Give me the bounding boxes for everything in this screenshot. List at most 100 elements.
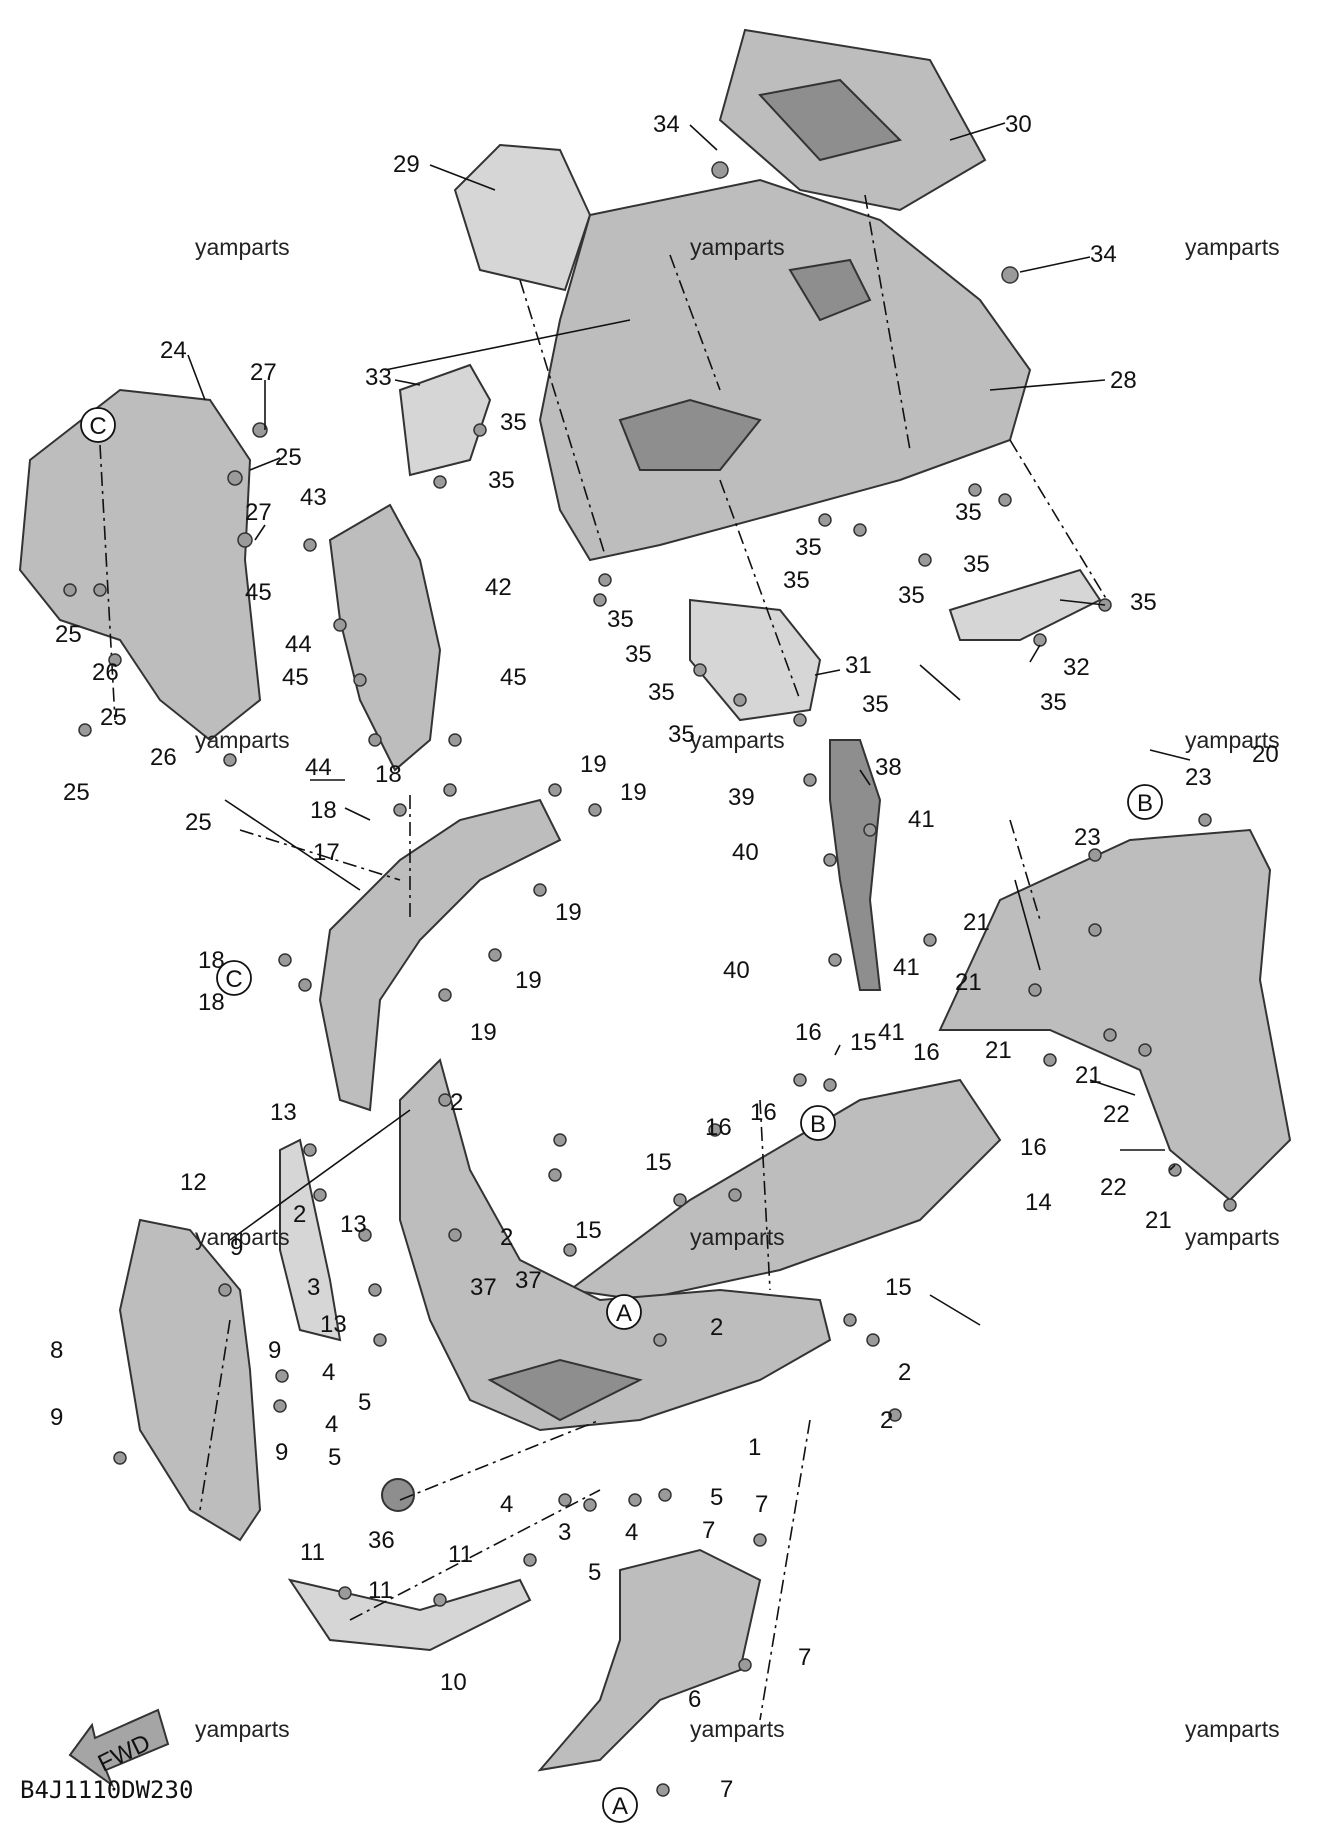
callout-27: 27 bbox=[250, 359, 277, 386]
callout-1: 1 bbox=[748, 1434, 761, 1461]
callout-41: 41 bbox=[908, 806, 935, 833]
callout-16: 16 bbox=[750, 1099, 777, 1126]
callout-10: 10 bbox=[440, 1669, 467, 1696]
callout-18: 18 bbox=[310, 797, 337, 824]
part-14-floor-panel bbox=[567, 1078, 1002, 1302]
callout-4: 4 bbox=[625, 1519, 638, 1546]
callout-27: 27 bbox=[245, 499, 272, 526]
callout-13: 13 bbox=[320, 1311, 347, 1338]
ref-marker-a-mid: A bbox=[606, 1294, 642, 1330]
svg-text:C: C bbox=[89, 413, 106, 440]
callout-16: 16 bbox=[705, 1114, 732, 1141]
callout-16: 16 bbox=[795, 1019, 822, 1046]
part-8-inner-panel bbox=[118, 1218, 262, 1542]
callout-35: 35 bbox=[783, 567, 810, 594]
callout-19: 19 bbox=[515, 967, 542, 994]
ref-marker-b-right: B bbox=[1127, 784, 1163, 820]
callout-43: 43 bbox=[300, 484, 327, 511]
callout-35: 35 bbox=[1040, 689, 1067, 716]
callout-15: 15 bbox=[885, 1274, 912, 1301]
callout-34: 34 bbox=[653, 111, 680, 138]
fwd-arrow-icon: FWD bbox=[68, 1708, 170, 1788]
part-38-bracket bbox=[829, 739, 882, 991]
part-24-side-panel-left bbox=[18, 388, 262, 742]
callout-5: 5 bbox=[588, 1559, 601, 1586]
callout-42: 42 bbox=[485, 574, 512, 601]
callout-5: 5 bbox=[358, 1389, 371, 1416]
callout-19: 19 bbox=[555, 899, 582, 926]
callout-35: 35 bbox=[862, 691, 889, 718]
callout-15: 15 bbox=[575, 1217, 602, 1244]
callout-35: 35 bbox=[898, 582, 925, 609]
callout-9: 9 bbox=[275, 1439, 288, 1466]
callout-13: 13 bbox=[340, 1211, 367, 1238]
part-30-windscreen-panel bbox=[718, 28, 987, 212]
callout-34: 34 bbox=[1090, 241, 1117, 268]
watermark: yamparts bbox=[1185, 1716, 1280, 1742]
callout-4: 4 bbox=[325, 1411, 338, 1438]
callout-21: 21 bbox=[1145, 1207, 1172, 1234]
callout-40: 40 bbox=[723, 957, 750, 984]
callout-45: 45 bbox=[245, 579, 272, 606]
assembly-lines bbox=[99, 194, 1111, 1721]
watermark: yamparts bbox=[195, 1224, 290, 1250]
callout-4: 4 bbox=[322, 1359, 335, 1386]
callout-37: 37 bbox=[470, 1274, 497, 1301]
callout-35: 35 bbox=[795, 534, 822, 561]
callout-9: 9 bbox=[230, 1234, 243, 1261]
callout-7: 7 bbox=[720, 1776, 733, 1803]
callout-35: 35 bbox=[1130, 589, 1157, 616]
callout-25: 25 bbox=[185, 809, 212, 836]
callout-21: 21 bbox=[985, 1037, 1012, 1064]
svg-text:C: C bbox=[225, 966, 242, 993]
callout-22: 22 bbox=[1100, 1174, 1127, 1201]
part-28-front-cowl bbox=[538, 178, 1032, 562]
callout-4: 4 bbox=[500, 1491, 513, 1518]
callout-11: 11 bbox=[448, 1541, 473, 1568]
part-1-front-bumper bbox=[399, 1058, 832, 1432]
watermark: yamparts bbox=[1185, 727, 1280, 753]
svg-text:A: A bbox=[612, 1793, 628, 1820]
svg-text:B: B bbox=[810, 1111, 826, 1138]
part-29-panel bbox=[453, 143, 592, 292]
callout-9: 9 bbox=[50, 1404, 63, 1431]
callout-11: 11 bbox=[300, 1539, 325, 1566]
part-12-guard bbox=[279, 1138, 342, 1342]
callout-20: 20 bbox=[1252, 741, 1279, 768]
callout-35: 35 bbox=[955, 499, 982, 526]
callout-16: 16 bbox=[1020, 1134, 1047, 1161]
callout-19: 19 bbox=[620, 779, 647, 806]
callout-2: 2 bbox=[450, 1089, 463, 1116]
callout-19: 19 bbox=[470, 1019, 497, 1046]
callout-18: 18 bbox=[198, 989, 225, 1016]
watermark: yamparts bbox=[195, 1716, 290, 1742]
callout-19: 19 bbox=[580, 751, 607, 778]
callout-2: 2 bbox=[880, 1407, 893, 1434]
callout-41: 41 bbox=[878, 1019, 905, 1046]
leader-lines bbox=[187, 122, 1191, 1326]
callout-25: 25 bbox=[100, 704, 127, 731]
callout-41: 41 bbox=[893, 954, 920, 981]
callout-36: 36 bbox=[368, 1527, 395, 1554]
callout-6: 6 bbox=[688, 1686, 701, 1713]
callout-15: 15 bbox=[850, 1029, 877, 1056]
callout-24: 24 bbox=[160, 337, 187, 364]
callout-38: 38 bbox=[875, 754, 902, 781]
part-42-side-panel bbox=[328, 503, 442, 772]
callout-21: 21 bbox=[955, 969, 982, 996]
watermark: yamparts bbox=[195, 727, 290, 753]
callout-35: 35 bbox=[607, 606, 634, 633]
callout-2: 2 bbox=[293, 1201, 306, 1228]
watermark: yamparts bbox=[195, 234, 290, 260]
callout-7: 7 bbox=[798, 1644, 811, 1671]
ref-marker-c-top: C bbox=[80, 407, 116, 443]
callout-3: 3 bbox=[558, 1519, 571, 1546]
callout-26: 26 bbox=[150, 744, 177, 771]
callout-7: 7 bbox=[755, 1491, 768, 1518]
part-6-skid-cover bbox=[537, 1548, 762, 1772]
callout-14: 14 bbox=[1025, 1189, 1052, 1216]
watermark: yamparts bbox=[690, 1716, 785, 1742]
watermarks: yamparts yamparts yamparts yamparts yamp… bbox=[195, 234, 1280, 1742]
callout-45: 45 bbox=[282, 664, 309, 691]
